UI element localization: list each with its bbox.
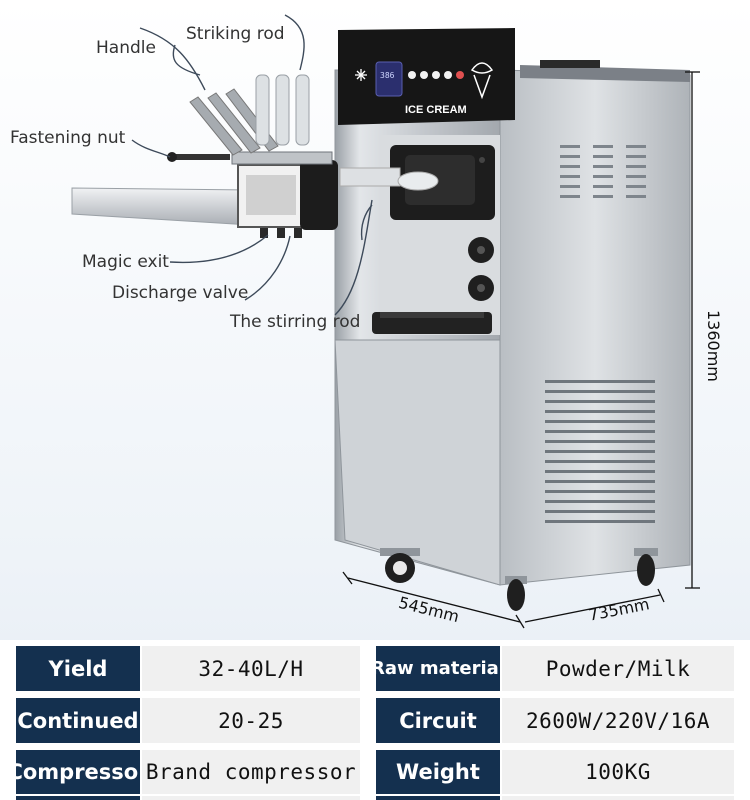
- callout-arrows: [131, 14, 373, 316]
- striking-rods: [255, 74, 310, 146]
- display-readout: 386: [380, 71, 395, 80]
- machine-illustration: 386 ICE CREAM: [71, 14, 700, 629]
- product-figure: 386 ICE CREAM: [10, 14, 723, 629]
- snowflake-icon: [355, 69, 367, 81]
- spec-value-next-row: [142, 796, 360, 800]
- spec-label-weight: Weight: [376, 750, 500, 794]
- spec-table: Yield 32-40L/H Raw material Powder/Milk …: [0, 640, 750, 800]
- spec-value-raw-material: Powder/Milk: [502, 646, 734, 691]
- spec-label-compressor: Compressor: [16, 750, 140, 794]
- spec-value-next-row-2: [502, 796, 734, 800]
- exploded-valve: [71, 74, 338, 238]
- fastening-nut: [170, 154, 230, 160]
- panel-label: ICE CREAM: [405, 104, 467, 116]
- callout-discharge-valve: Discharge valve: [112, 283, 249, 303]
- spec-value-compressor: Brand compressor: [142, 750, 360, 794]
- spec-label-continued: Continued: [16, 698, 140, 743]
- spec-label-next-row: [16, 796, 140, 800]
- height-dimension: 1360mm: [704, 310, 723, 382]
- spec-value-weight: 100KG: [502, 750, 734, 794]
- spec-label-next-row-2: [376, 796, 500, 800]
- control-panel: 386 ICE CREAM: [338, 28, 515, 125]
- spec-label-yield: Yield: [16, 646, 140, 691]
- callout-magic-exit: Magic exit: [82, 252, 169, 272]
- machine-body: [334, 60, 691, 586]
- magic-exit-nozzles: [260, 228, 302, 238]
- callout-fastening-nut: Fastening nut: [10, 128, 126, 148]
- callout-stirring-rod: The stirring rod: [230, 312, 361, 332]
- wheels: [380, 548, 658, 611]
- lower-vents: [545, 380, 655, 523]
- spec-value-circuit: 2600W/220V/16A: [502, 698, 734, 743]
- spec-value-continued: 20-25: [142, 698, 360, 743]
- callout-handle: Handle: [96, 38, 156, 58]
- dispensing-area: [339, 135, 500, 335]
- callout-striking-rod: Striking rod: [186, 24, 285, 44]
- spec-label-raw-material: Raw material: [376, 646, 500, 691]
- upper-vents: [560, 145, 646, 198]
- dimension-lines: [342, 71, 700, 629]
- ice-cream-cone-icon: [470, 62, 494, 100]
- spec-label-circuit: Circuit: [376, 698, 500, 743]
- spec-value-yield: 32-40L/H: [142, 646, 360, 691]
